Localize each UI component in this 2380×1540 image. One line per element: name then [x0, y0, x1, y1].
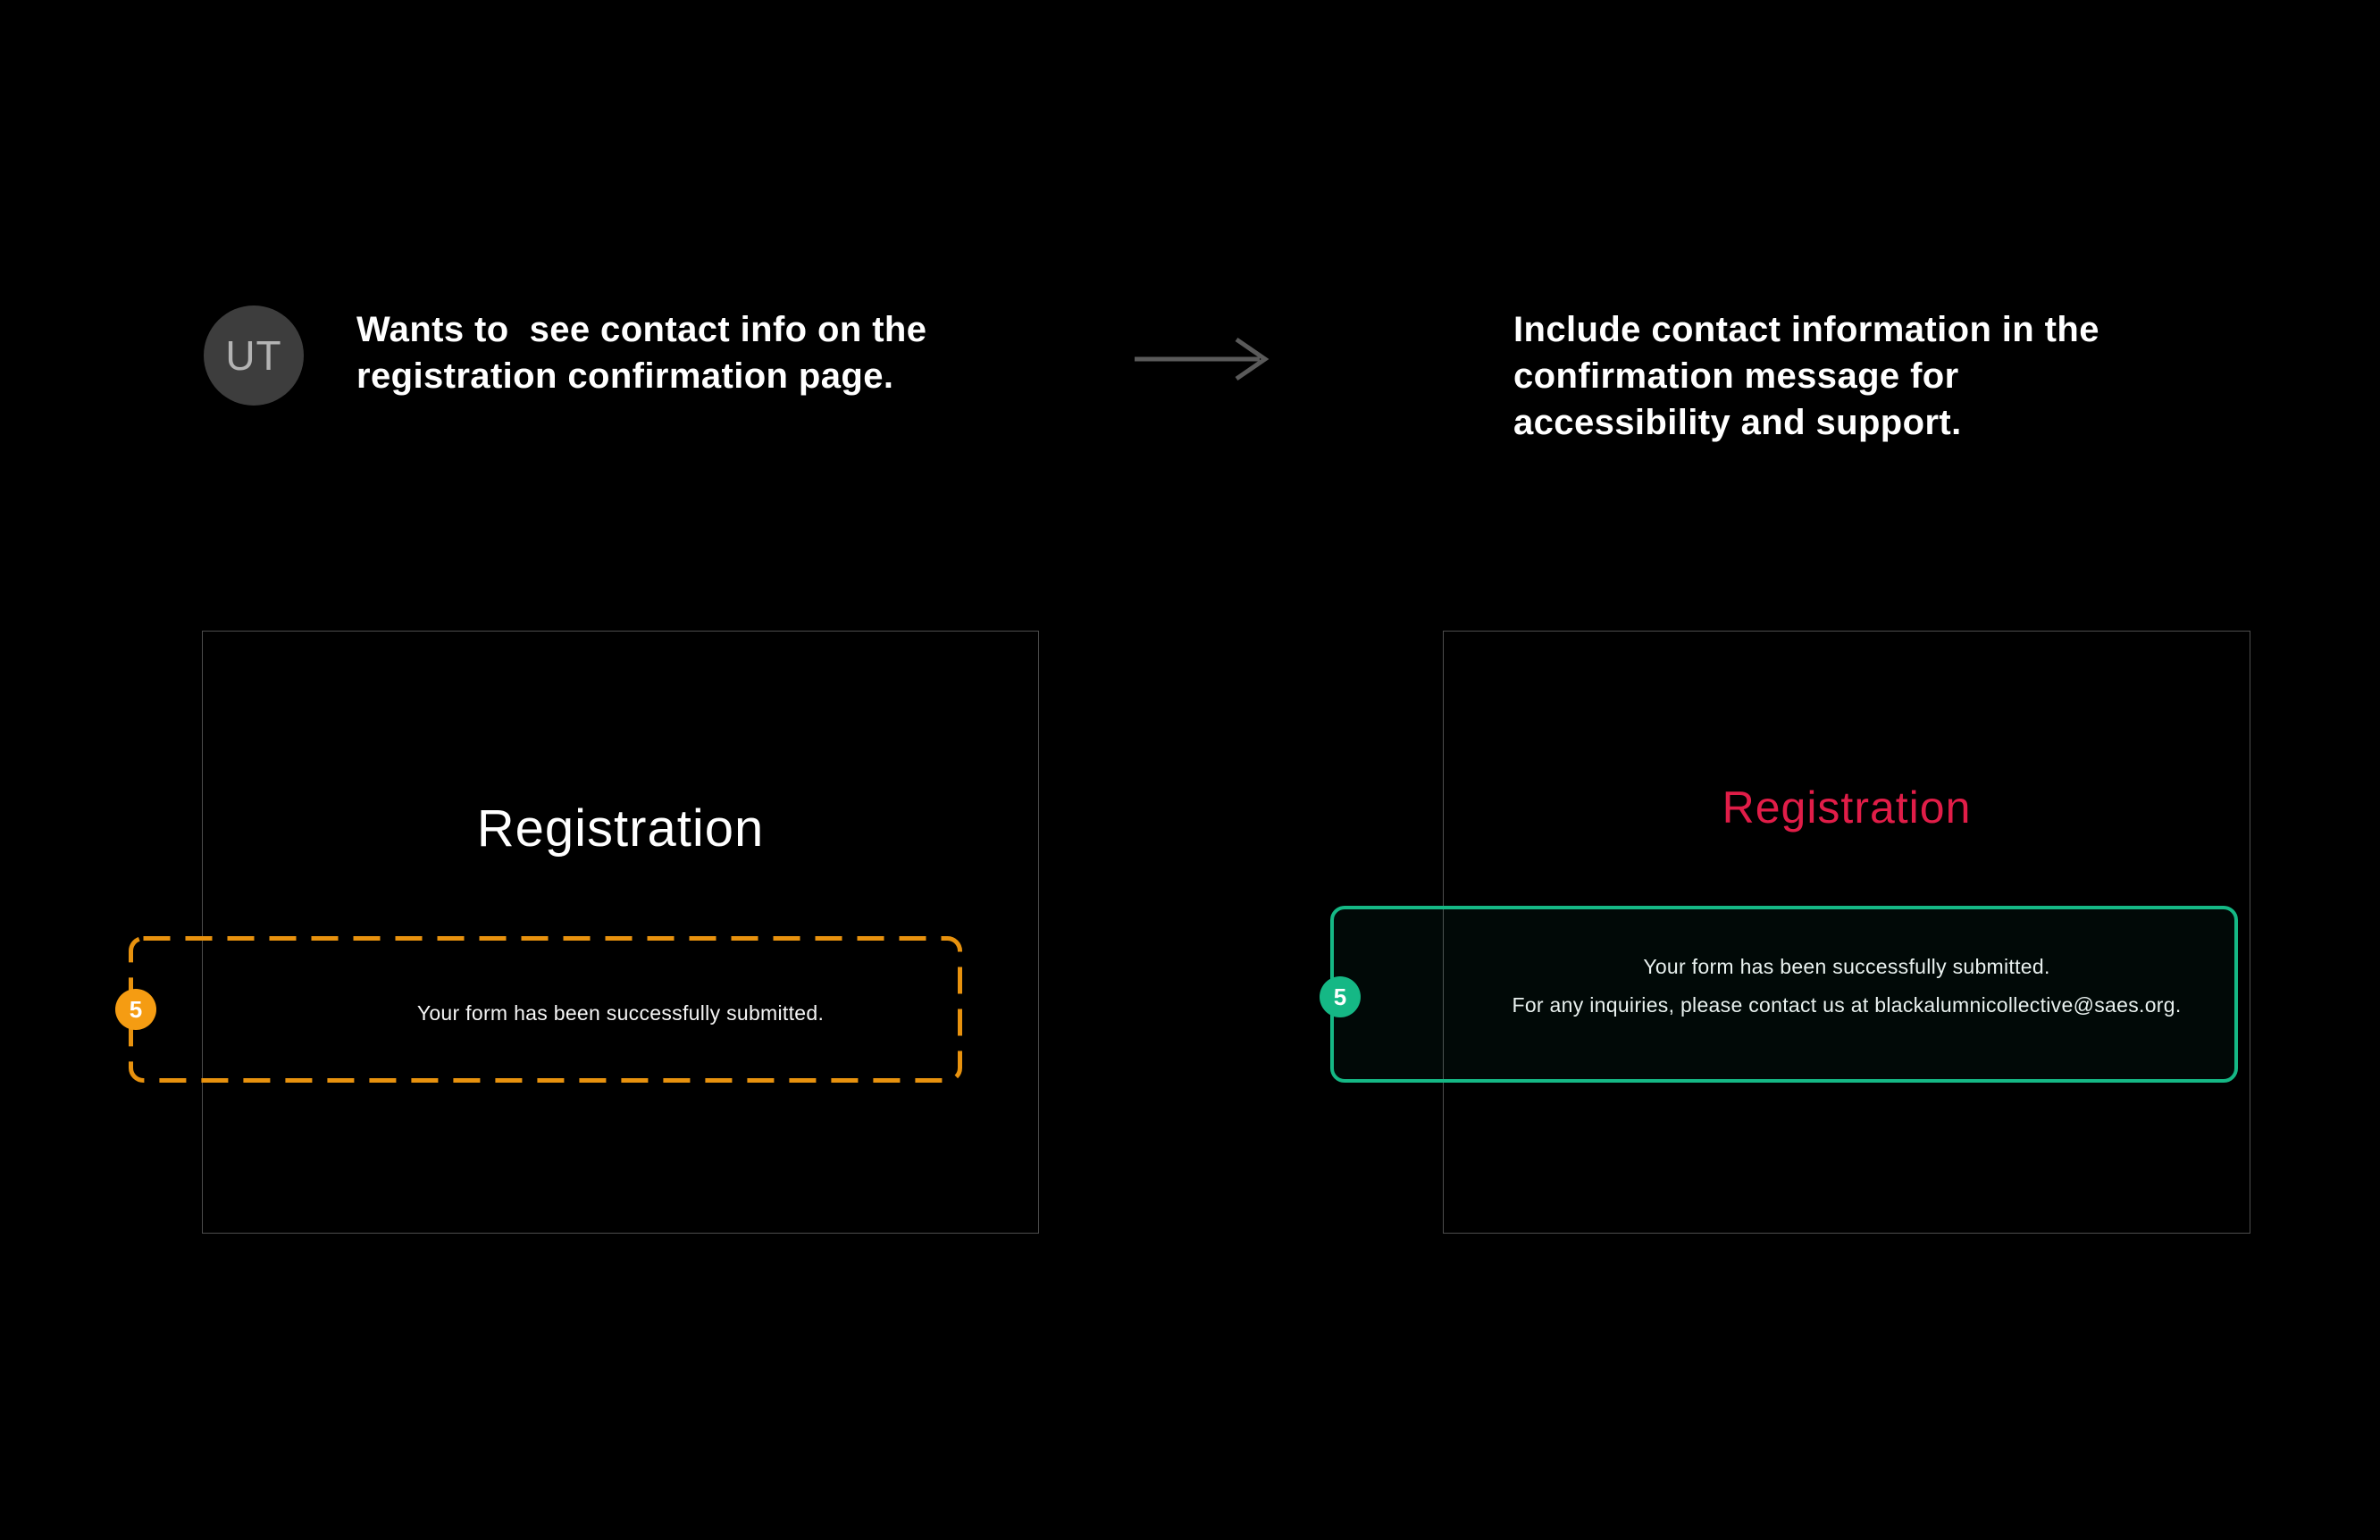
- after-panel-title: Registration: [1722, 783, 1972, 833]
- after-message-line2: For any inquiries, please contact us at …: [1512, 993, 2182, 1017]
- annotation-badge-after: 5: [1320, 976, 1361, 1017]
- arrow-right-icon: [1131, 334, 1270, 384]
- before-message: Your form has been successfully submitte…: [416, 1001, 825, 1025]
- after-message-line1: Your form has been successfully submitte…: [1643, 955, 2050, 978]
- user-request-text: Wants to see contact info on the registr…: [356, 310, 927, 396]
- highlight-box-solid: [1330, 906, 2238, 1083]
- highlight-box-dashed: [129, 936, 962, 1083]
- after-panel: [1443, 631, 2250, 1234]
- before-panel-title: Registration: [476, 799, 765, 858]
- annotation-badge-before: 5: [115, 989, 156, 1030]
- recommendation-text: Include contact information in the confi…: [1513, 310, 2099, 442]
- avatar-initials: UT: [225, 332, 282, 379]
- after-message: Your form has been successfully submitte…: [1443, 948, 2250, 1025]
- before-panel: [202, 631, 1039, 1234]
- avatar: UT: [204, 305, 304, 406]
